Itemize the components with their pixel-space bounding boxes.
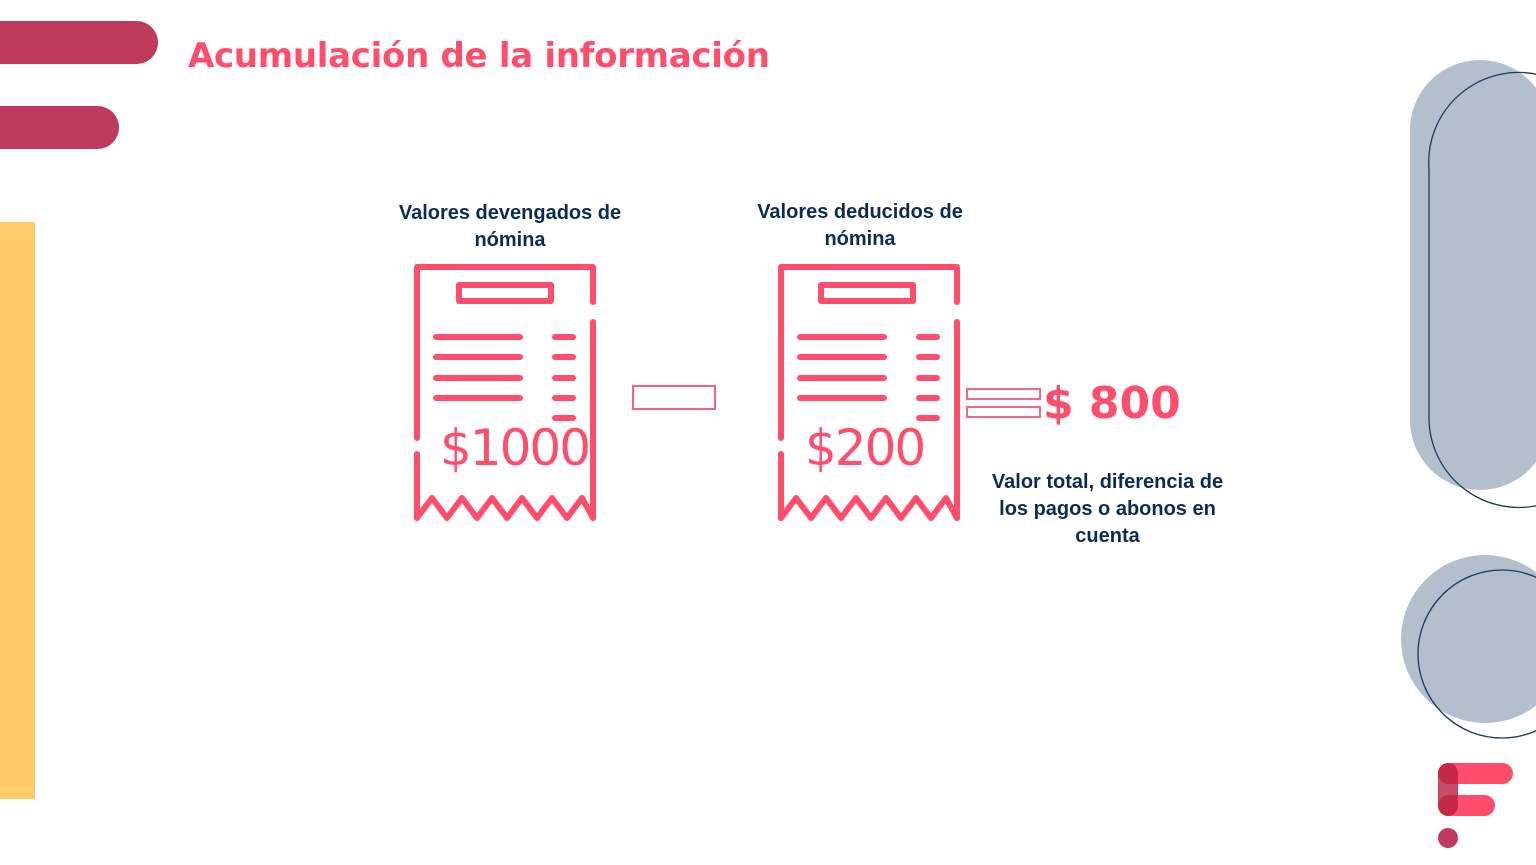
decorative-pill-middle bbox=[0, 106, 119, 149]
page-title: Acumulación de la información bbox=[188, 36, 770, 76]
decorative-circle-shape bbox=[1401, 555, 1536, 739]
earned-amount: $1000 bbox=[440, 419, 591, 477]
result-amount: $ 800 bbox=[1043, 378, 1181, 429]
earned-values-label: Valores devengados de nómina bbox=[398, 202, 622, 251]
minus-icon bbox=[632, 385, 716, 410]
receipt-icon bbox=[778, 264, 960, 521]
deducted-values-label: Valores deducidos de nómina bbox=[757, 201, 963, 250]
result-description-label: Valor total, diferencia de los pagos o a… bbox=[991, 471, 1224, 547]
receipt-icon bbox=[414, 264, 596, 521]
brand-f-logo-icon bbox=[1438, 763, 1513, 848]
decorative-capsule-shape bbox=[1410, 60, 1536, 509]
equals-icon-bottom-bar bbox=[966, 406, 1041, 418]
deducted-amount: $200 bbox=[805, 419, 926, 477]
decorative-pill-top bbox=[0, 21, 158, 64]
equals-icon-top-bar bbox=[966, 388, 1041, 400]
decorative-yellow-bar bbox=[0, 222, 35, 799]
